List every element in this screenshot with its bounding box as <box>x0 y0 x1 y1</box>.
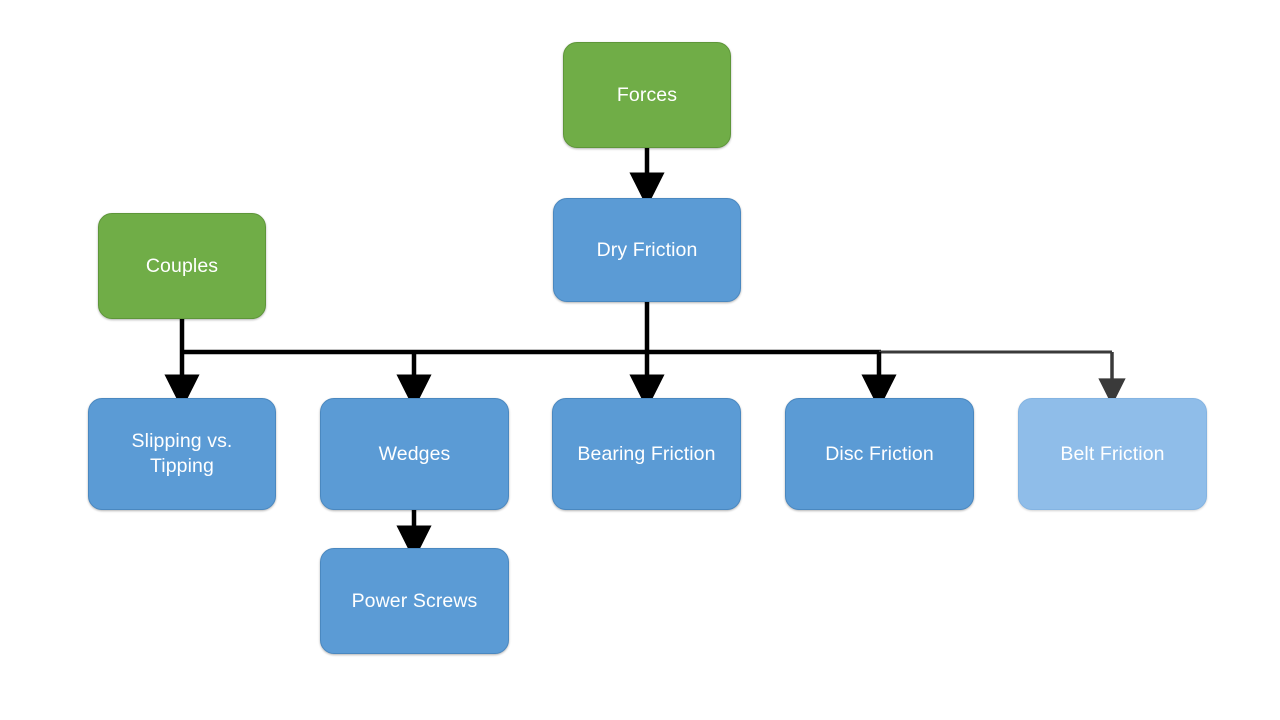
node-disc-friction[interactable]: Disc Friction <box>785 398 974 510</box>
node-forces-label: Forces <box>616 83 678 106</box>
node-wedges-label: Wedges <box>378 442 451 465</box>
node-bearing-friction[interactable]: Bearing Friction <box>552 398 741 510</box>
node-wedges[interactable]: Wedges <box>320 398 509 510</box>
node-bearing-friction-label: Bearing Friction <box>577 442 716 465</box>
node-belt-friction-label: Belt Friction <box>1060 442 1165 465</box>
node-slipping-vs-tipping-label: Slipping vs. Tipping <box>131 430 233 477</box>
node-forces[interactable]: Forces <box>563 42 731 148</box>
node-belt-friction[interactable]: Belt Friction <box>1018 398 1207 510</box>
node-couples[interactable]: Couples <box>98 213 266 319</box>
node-power-screws-label: Power Screws <box>351 589 478 612</box>
node-couples-label: Couples <box>145 254 219 277</box>
node-power-screws[interactable]: Power Screws <box>320 548 509 654</box>
node-slipping-vs-tipping[interactable]: Slipping vs. Tipping <box>88 398 276 510</box>
node-dry-friction-label: Dry Friction <box>596 238 698 261</box>
node-dry-friction[interactable]: Dry Friction <box>553 198 741 302</box>
node-disc-friction-label: Disc Friction <box>825 442 934 465</box>
